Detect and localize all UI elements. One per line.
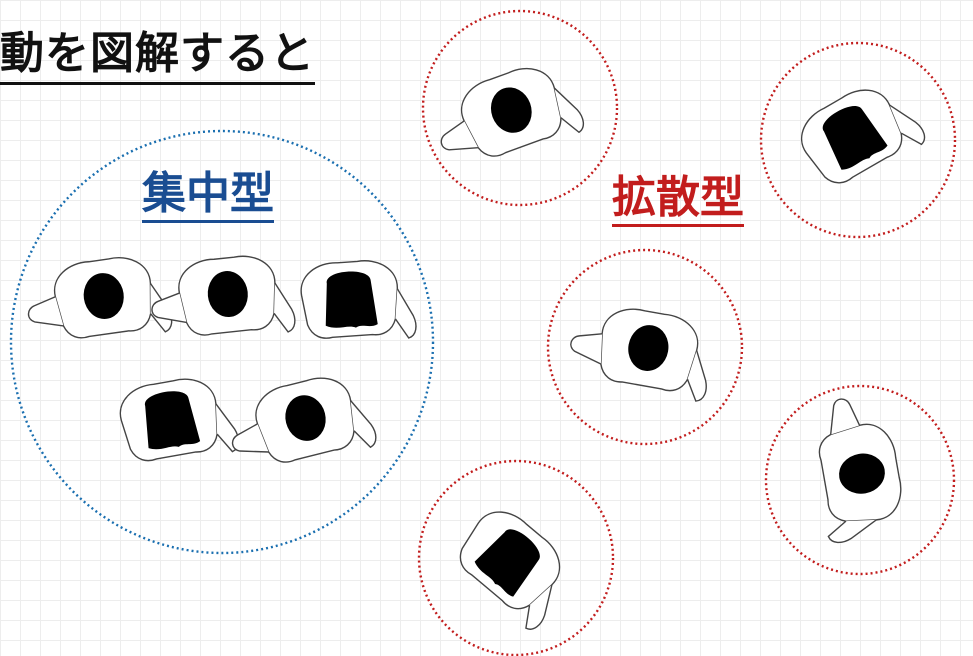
dispersed-person-circle [417,459,615,656]
concentrated-people [21,250,418,481]
page-title: 動を図解すると [0,26,315,85]
dispersed-people [417,9,957,656]
person-figure [21,250,174,352]
person-figure [425,53,588,179]
person-figure [564,298,719,404]
person-figure [221,366,379,481]
person-figure [298,256,418,346]
concentrated-label: 集中型 [142,168,274,223]
person-figure [790,70,930,198]
dispersed-person-circle [546,248,744,446]
dispersed-label: 拡散型 [612,172,744,227]
person-figure [146,250,297,347]
dispersed-person-circle [421,9,619,207]
person-figure [445,499,585,635]
concentrated-group-circle [9,129,435,555]
dispersed-person-circle [764,384,956,576]
person-figure [115,370,242,471]
person-figure [804,390,910,546]
dispersed-person-circle [759,41,957,239]
